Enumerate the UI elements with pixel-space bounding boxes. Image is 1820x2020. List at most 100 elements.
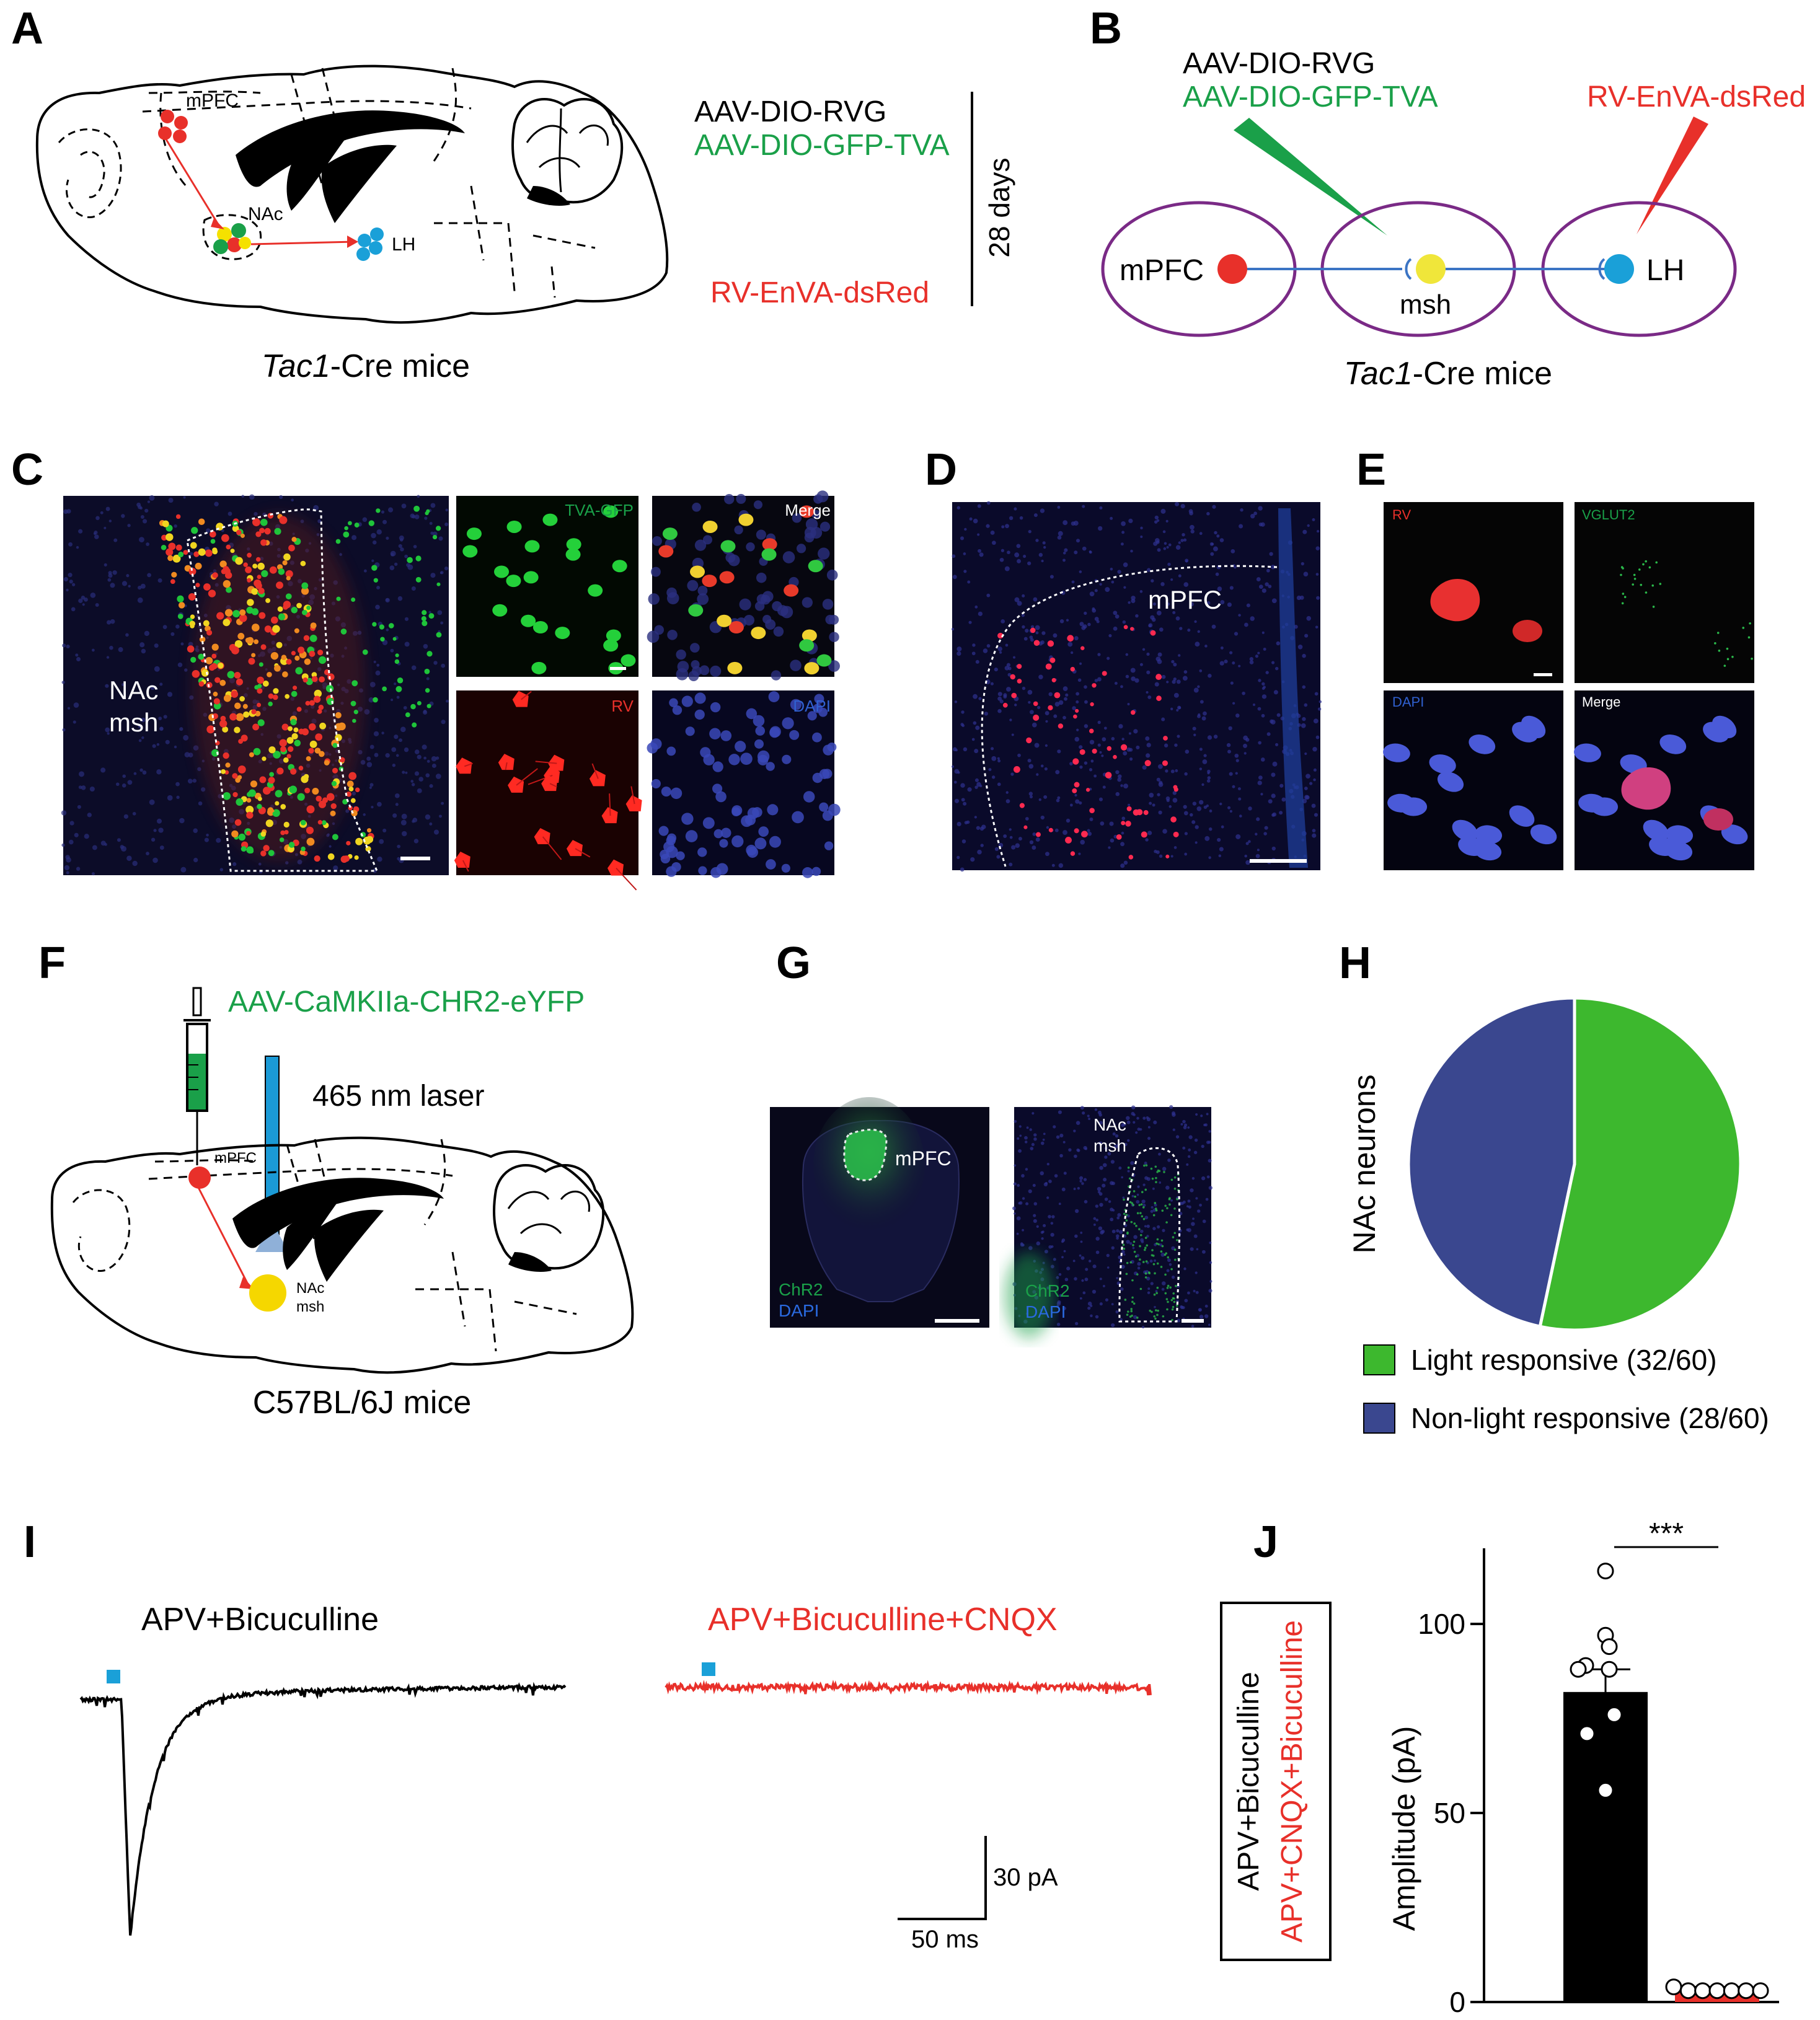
labeled-neuron: [258, 588, 265, 594]
labeled-neuron: [258, 662, 263, 667]
labeled-neuron: [279, 739, 287, 747]
vglut2-puncta: [1648, 566, 1651, 569]
dapi-nucleus: [1162, 530, 1166, 534]
dapi-nucleus: [216, 837, 221, 843]
dapi-nucleus: [735, 741, 746, 752]
labeled-neuron: [294, 655, 300, 661]
panel-label-a: A: [11, 4, 43, 53]
nac-cells: [213, 223, 251, 254]
labeled-neuron: [332, 834, 338, 840]
dapi-nucleus: [811, 867, 821, 876]
labeled-neuron: [293, 727, 299, 733]
labeled-neuron: [269, 772, 275, 777]
gfp-cell: [506, 520, 522, 533]
dapi-nucleus: [1224, 659, 1228, 664]
labeled-neuron: [253, 748, 261, 756]
dapi-nucleus: [363, 813, 366, 816]
dapi-nucleus: [127, 524, 131, 527]
micrograph-cells: [61, 494, 449, 876]
dapi-nucleus: [1099, 1302, 1103, 1306]
labeled-neuron: [248, 658, 255, 665]
dapi-nucleus: [1090, 759, 1094, 763]
labeled-neuron: [294, 628, 299, 633]
dapi-nucleus: [986, 501, 991, 505]
dapi-nucleus: [200, 787, 206, 792]
dapi-nucleus: [297, 859, 303, 865]
chr2-fiber: [1155, 1209, 1158, 1212]
chr2-fiber: [1154, 1309, 1157, 1312]
brainstem-dashes: [415, 1251, 577, 1352]
tile-label-merge: Merge: [785, 501, 831, 519]
dapi-nucleus: [1153, 1120, 1157, 1124]
dapi-nucleus: [1054, 828, 1059, 832]
chr2-fiber: [1167, 1300, 1169, 1303]
dapi-nucleus: [1165, 519, 1168, 523]
labeled-neuron: [376, 508, 381, 513]
labeled-neuron: [309, 740, 317, 748]
labeled-neuron: [255, 557, 261, 562]
dapi-nucleus: [1261, 687, 1265, 690]
dapi-nucleus: [978, 611, 983, 616]
dapi-nucleus: [110, 619, 115, 624]
dapi-nucleus: [1242, 691, 1245, 695]
dapi-nucleus: [1188, 509, 1193, 514]
dapi-nucleus: [176, 795, 180, 800]
chr2-fiber: [1170, 1214, 1173, 1217]
dapi-nucleus: [109, 645, 113, 650]
dapi-nucleus: [1261, 588, 1266, 593]
labeled-neuron: [286, 754, 291, 759]
labeled-neuron: [223, 619, 231, 627]
dapi-nucleus: [970, 857, 975, 862]
dapi-nucleus: [758, 754, 769, 765]
dapi-nucleus: [1009, 718, 1012, 721]
dapi-nucleus: [1097, 677, 1102, 682]
labeled-neuron: [275, 801, 280, 806]
dapi-nucleus: [381, 510, 385, 514]
vglut2-puncta: [1640, 583, 1643, 586]
rv-cell: [1090, 702, 1094, 707]
dapi-nucleus: [1114, 1144, 1118, 1149]
labeled-neuron: [251, 653, 256, 658]
dapi-nucleus: [389, 565, 395, 570]
labeled-neuron: [321, 820, 327, 826]
caption-b: Tac1-Cre mice: [1344, 356, 1552, 392]
labeled-neuron: [310, 622, 317, 629]
dapi-nucleus: [154, 666, 160, 672]
labeled-neuron: [309, 700, 315, 706]
labeled-neuron: [203, 620, 210, 627]
rv-cell: [1019, 803, 1025, 808]
legend-cnqx: APV+CNQX+Bicuculline: [1276, 1620, 1309, 1943]
dapi-nucleus: [1087, 1114, 1090, 1118]
dapi-nucleus: [1180, 1305, 1184, 1310]
dapi-nucleus: [139, 506, 143, 510]
dapi-nucleus: [768, 691, 780, 702]
light-pulse-marker: [702, 1662, 715, 1676]
dapi-nucleus: [61, 810, 67, 816]
labeled-neuron: [362, 649, 368, 655]
dapi-nucleus: [1102, 785, 1106, 789]
dapi-nucleus: [152, 857, 158, 863]
dapi-nucleus: [1187, 1199, 1191, 1203]
neurite: [462, 860, 469, 872]
dapi-nucleus: [953, 747, 957, 752]
labeled-neuron: [267, 671, 272, 677]
neurite: [591, 763, 599, 779]
labeled-neuron: [239, 696, 245, 702]
dapi-nucleus: [1252, 703, 1256, 707]
dapi-nucleus: [107, 620, 112, 625]
dapi-nucleus: [1053, 714, 1058, 718]
dapi-nucleus: [81, 595, 86, 600]
label-nac: NAc: [296, 1280, 324, 1297]
dapi-nucleus: [1056, 1323, 1061, 1326]
dapi-nucleus: [1258, 741, 1261, 745]
dapi-nucleus: [1129, 757, 1133, 761]
dapi-nucleus: [961, 798, 965, 802]
dapi-nucleus: [180, 642, 184, 646]
dapi-nucleus: [1184, 1299, 1188, 1303]
dapi-nucleus: [375, 670, 381, 676]
dapi-nucleus: [1276, 713, 1281, 717]
dapi-nucleus: [1159, 780, 1163, 785]
dapi-nucleus: [1131, 1111, 1135, 1116]
chr2-fiber: [1156, 1313, 1159, 1317]
chr2-fiber: [1130, 1308, 1133, 1310]
